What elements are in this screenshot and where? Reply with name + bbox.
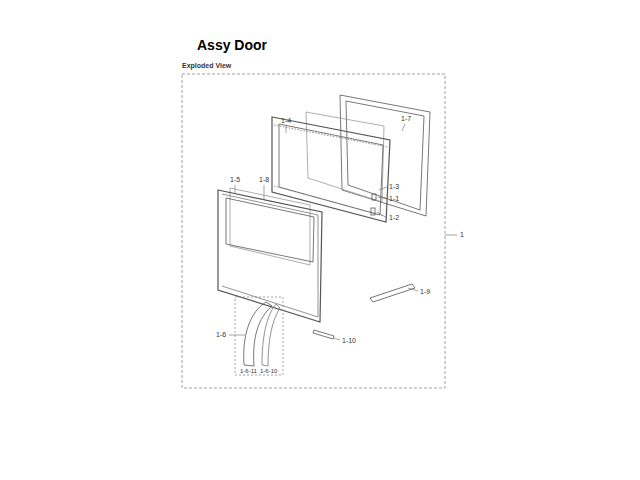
callout-number: 1-6-10 bbox=[260, 368, 277, 374]
callout-number: 1-4 bbox=[281, 117, 291, 124]
callout-number: 1-6-11 bbox=[240, 368, 257, 374]
callout-number: 1 bbox=[460, 231, 464, 238]
callout-number: 1-5 bbox=[230, 176, 240, 183]
callout-number: 1-1 bbox=[389, 195, 399, 202]
door-handle bbox=[244, 302, 272, 366]
view-heading: Exploded View bbox=[182, 62, 231, 69]
callout-number: 1-8 bbox=[259, 176, 269, 183]
handle-group-box bbox=[235, 297, 283, 375]
callout-number: 1-9 bbox=[420, 288, 430, 295]
callout-number: 1-6 bbox=[216, 331, 226, 338]
back-frame bbox=[340, 95, 430, 216]
latch-part bbox=[371, 208, 375, 215]
screw bbox=[313, 330, 334, 339]
latch-part bbox=[372, 194, 376, 200]
front-panel-window bbox=[226, 198, 314, 262]
door-frame bbox=[272, 117, 390, 222]
hinge-bar bbox=[370, 284, 415, 302]
callout-number: 1-3 bbox=[389, 183, 399, 190]
back-frame-inner bbox=[346, 101, 424, 210]
diagram-title: Assy Door bbox=[197, 38, 267, 52]
handle-cover bbox=[262, 304, 280, 366]
callout-number: 1-2 bbox=[389, 214, 399, 221]
callout-number: 1-10 bbox=[342, 337, 356, 344]
callout-number: 1-7 bbox=[401, 115, 411, 122]
front-panel bbox=[218, 190, 322, 322]
assembly-boundary bbox=[182, 74, 445, 388]
